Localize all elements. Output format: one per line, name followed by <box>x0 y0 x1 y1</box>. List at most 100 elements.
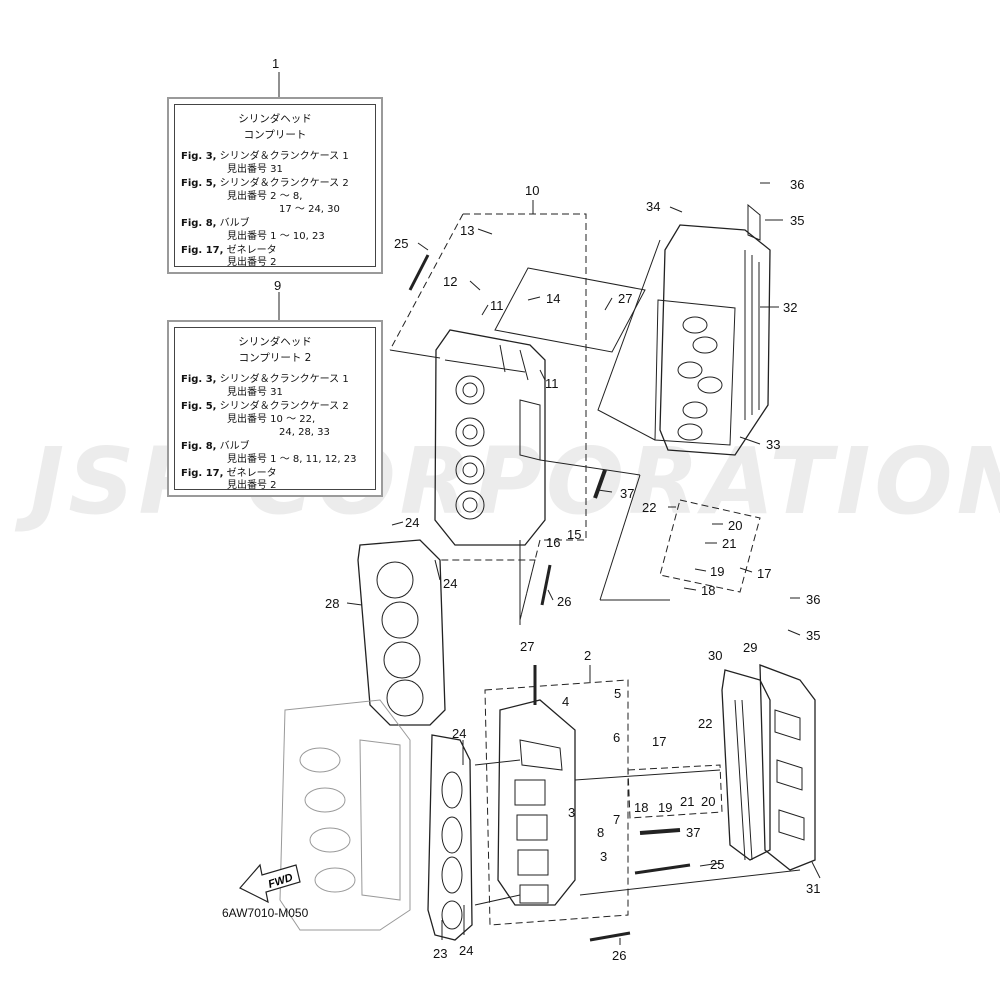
callout-15: 15 <box>567 527 581 542</box>
valve-cover-upper <box>654 203 771 456</box>
box1-title-line1: シリンダヘッド <box>238 113 312 125</box>
box1-ref0-fig: Fig. 3, <box>181 151 217 162</box>
box2-ref1-fig: Fig. 5, <box>181 401 217 412</box>
valve-cover-lower <box>721 664 816 871</box>
box1-ref3-fig: Fig. 17, <box>181 245 224 256</box>
callout-5: 5 <box>614 686 621 701</box>
callout-8: 8 <box>597 825 604 840</box>
box1-title-line2: コンプリート <box>243 129 307 141</box>
group10-left <box>389 213 464 351</box>
callout-18: 18 <box>701 583 715 598</box>
callout-14: 14 <box>546 291 560 306</box>
reference-box-1: シリンダヘッド コンプリート Fig. 3, シリンダ＆クランクケース 1 見出… <box>167 97 383 274</box>
callout-25: 25 <box>394 236 408 251</box>
group14-outline <box>494 267 646 353</box>
box1-number: 1 <box>272 56 279 71</box>
box1-ref2-fig: Fig. 8, <box>181 218 217 229</box>
head-gasket-upper <box>357 539 446 726</box>
callout-3-b: 3 <box>600 849 607 864</box>
callout-2: 2 <box>584 648 591 663</box>
callout-20-b: 20 <box>701 794 715 809</box>
callout-26-b: 26 <box>612 948 626 963</box>
box1-ref3-cont0: 見出番号 2 <box>227 257 277 268</box>
box2-ref3-desc: ゼネレータ <box>226 468 277 479</box>
box2-ref2-fig: Fig. 8, <box>181 441 217 452</box>
callout-24-b: 24 <box>443 576 457 591</box>
group2-outline <box>484 679 629 926</box>
reference-box-9: シリンダヘッド コンプリート 2 Fig. 3, シリンダ＆クランクケース 1 … <box>167 320 383 497</box>
callout-6: 6 <box>613 730 620 745</box>
callout-33: 33 <box>766 437 780 452</box>
callout-11-b: 11 <box>545 376 559 391</box>
bolt-25-upper <box>408 254 430 291</box>
box1-ref3-desc: ゼネレータ <box>226 245 277 256</box>
callout-13: 13 <box>460 223 474 238</box>
group33-outline <box>597 239 661 441</box>
callout-30: 30 <box>708 648 722 663</box>
box1-ref1-cont0: 見出番号 2 ～ 8, <box>227 191 303 202</box>
callout-31: 31 <box>806 881 820 896</box>
box1-ref0-cont0: 見出番号 31 <box>227 164 283 175</box>
callout-22-b: 22 <box>698 716 712 731</box>
callout-21-b: 21 <box>680 794 694 809</box>
bolt-26-lower <box>589 931 631 942</box>
box2-ref0-fig: Fig. 3, <box>181 374 217 385</box>
figure-code: 6AW7010-M050 <box>222 906 309 920</box>
fwd-arrow: FWD <box>239 863 301 904</box>
callout-3: 3 <box>568 805 575 820</box>
box1-ref1-cont1: 17 ～ 24, 30 <box>279 204 340 215</box>
callout-20: 20 <box>728 518 742 533</box>
box1-ref2-cont0: 見出番号 1 ～ 10, 23 <box>227 231 325 242</box>
box2-title-line2: コンプリート 2 <box>238 352 312 364</box>
box2-ref3-fig: Fig. 17, <box>181 468 224 479</box>
box2-ref2-cont0: 見出番号 1 ～ 8, 11, 12, 23 <box>227 454 357 465</box>
callout-35-b: 35 <box>806 628 820 643</box>
callout-7: 7 <box>613 812 620 827</box>
box2-ref0-desc: シリンダ＆クランクケース 1 <box>219 374 349 385</box>
callout-32: 32 <box>783 300 797 315</box>
callout-11: 11 <box>490 298 504 313</box>
spark-plug-37-upper <box>593 469 607 499</box>
callout-24-c: 24 <box>452 726 466 741</box>
box2-ref1-desc: シリンダ＆クランクケース 2 <box>219 401 349 412</box>
callout-37-b: 37 <box>686 825 700 840</box>
callout-36: 36 <box>790 177 804 192</box>
callout-35: 35 <box>790 213 804 228</box>
callout-18-b: 18 <box>634 800 648 815</box>
callout-labels: 10 13 25 12 11 14 27 11 24 24 28 26 16 1… <box>272 56 820 963</box>
group17-lower-outline <box>627 764 723 819</box>
callout-24-d: 24 <box>459 943 473 958</box>
box2-number: 9 <box>274 278 281 293</box>
callout-16: 16 <box>546 535 560 550</box>
box2-ref0-cont0: 見出番号 31 <box>227 387 283 398</box>
callout-17-b: 17 <box>652 734 666 749</box>
cylinder-head-upper <box>434 329 546 546</box>
box2-title-line1: シリンダヘッド <box>238 336 312 348</box>
box1-ref2-desc: バルブ <box>219 218 250 229</box>
callout-19-b: 19 <box>658 800 672 815</box>
callout-28: 28 <box>325 596 339 611</box>
callout-25-b: 25 <box>710 857 724 872</box>
group10-outline <box>440 213 587 621</box>
box2-ref3-cont0: 見出番号 2 <box>227 480 277 491</box>
callout-26: 26 <box>557 594 571 609</box>
box1-ref1-fig: Fig. 5, <box>181 178 217 189</box>
spark-plug-37-lower <box>639 828 681 835</box>
callout-21: 21 <box>722 536 736 551</box>
box2-ref1-cont1: 24, 28, 33 <box>279 427 330 438</box>
callout-17: 17 <box>757 566 771 581</box>
callout-36-b: 36 <box>806 592 820 607</box>
crankcase <box>279 699 411 931</box>
box2-ref1-cont0: 見出番号 10 ～ 22, <box>227 414 316 425</box>
callout-24: 24 <box>405 515 419 530</box>
box2-ref2-desc: バルブ <box>219 441 250 452</box>
callout-22: 22 <box>642 500 656 515</box>
callout-29: 29 <box>743 640 757 655</box>
bolt-25-lower <box>634 863 691 875</box>
callout-37: 37 <box>620 486 634 501</box>
callout-34: 34 <box>646 199 660 214</box>
callout-27-b: 27 <box>520 639 534 654</box>
bolt-26-upper <box>540 564 552 606</box>
callout-23: 23 <box>433 946 447 961</box>
